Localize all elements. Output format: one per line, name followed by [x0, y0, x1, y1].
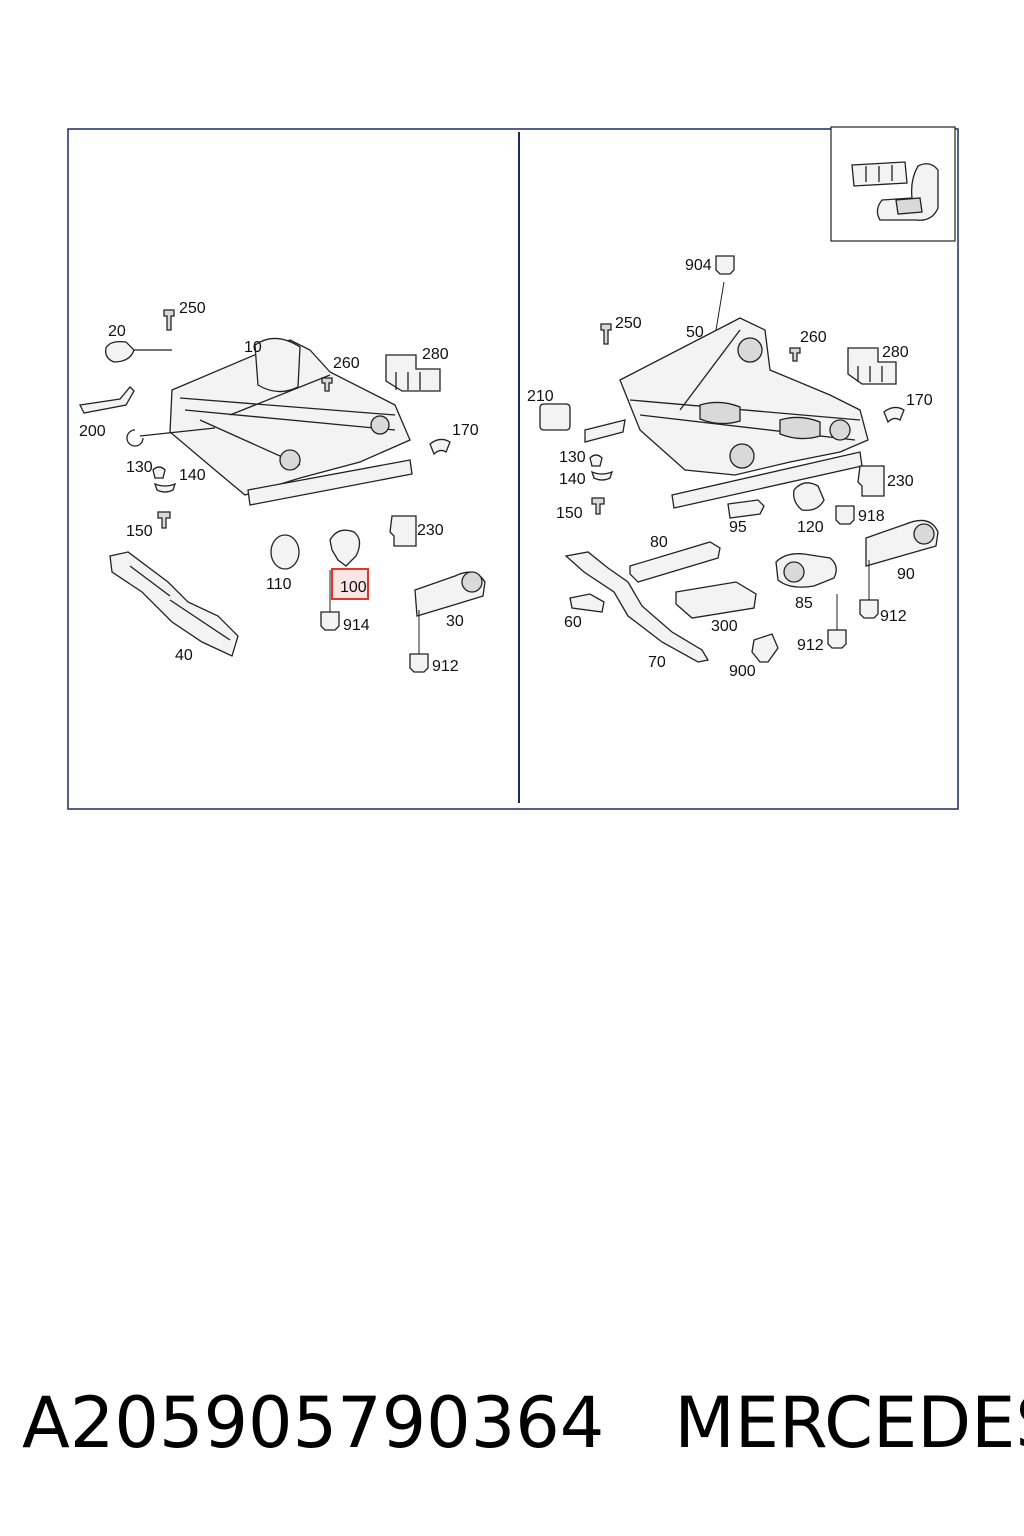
callout-label: 900 [729, 663, 756, 680]
callout-label: 90 [897, 566, 915, 583]
callout-label: 130 [559, 449, 586, 466]
callout-label: 260 [800, 329, 827, 346]
part-number: A205905790364 [22, 1382, 605, 1464]
seat-switch-icon [851, 161, 939, 221]
callout-label: 150 [126, 523, 153, 540]
callout-label: 20 [108, 323, 126, 340]
callout-label-highlighted: 100 [340, 579, 367, 596]
callout-label: 280 [882, 344, 909, 361]
callout-label: 250 [615, 315, 642, 332]
callout-label: 130 [126, 459, 153, 476]
callout-label: 10 [244, 339, 262, 356]
callout-label: 110 [266, 576, 292, 593]
callout-label: 140 [559, 471, 586, 488]
callout-label: 904 [685, 257, 712, 274]
callout-label: 914 [343, 617, 370, 634]
parts-diagram: 250 20 10 260 280 200 170 130 140 150 23… [67, 126, 959, 810]
callout-label: 912 [797, 637, 824, 654]
callout-label: 250 [179, 300, 206, 317]
caption: A205905790364 MERCEDES [22, 1378, 1024, 1468]
brand-name: MERCEDES [674, 1382, 1024, 1464]
callout-label: 200 [79, 423, 106, 440]
callout-label: 50 [686, 324, 704, 341]
callout-label: 140 [179, 467, 206, 484]
callout-label: 912 [880, 608, 907, 625]
callout-label: 70 [648, 654, 666, 671]
callout-label: 230 [417, 522, 444, 539]
callout-label: 260 [333, 355, 360, 372]
callout-label: 280 [422, 346, 449, 363]
callout-label: 300 [711, 618, 738, 635]
right-small-parts [539, 255, 939, 663]
callout-label: 40 [175, 647, 193, 664]
callout-label: 30 [446, 613, 464, 630]
callout-label: 80 [650, 534, 668, 551]
right-seat-frame [584, 281, 869, 509]
highlight-box [331, 568, 369, 600]
callout-label: 230 [887, 473, 914, 490]
callout-label: 912 [432, 658, 459, 675]
left-seat-frame [126, 337, 413, 506]
callout-label: 95 [729, 519, 747, 536]
callout-label: 918 [858, 508, 885, 525]
callout-label: 170 [452, 422, 479, 439]
callout-label: 210 [527, 388, 554, 405]
left-callouts: 250 20 10 260 280 200 170 130 140 150 23… [79, 300, 479, 675]
callout-label: 150 [556, 505, 583, 522]
diagram-frame [67, 128, 959, 810]
callout-label: 170 [906, 392, 933, 409]
callout-label: 60 [564, 614, 582, 631]
callout-label: 85 [795, 595, 813, 612]
callout-label: 120 [797, 519, 824, 536]
left-small-parts [79, 309, 486, 673]
right-callouts: 904 250 50 260 280 210 170 130 140 150 2… [527, 257, 933, 680]
